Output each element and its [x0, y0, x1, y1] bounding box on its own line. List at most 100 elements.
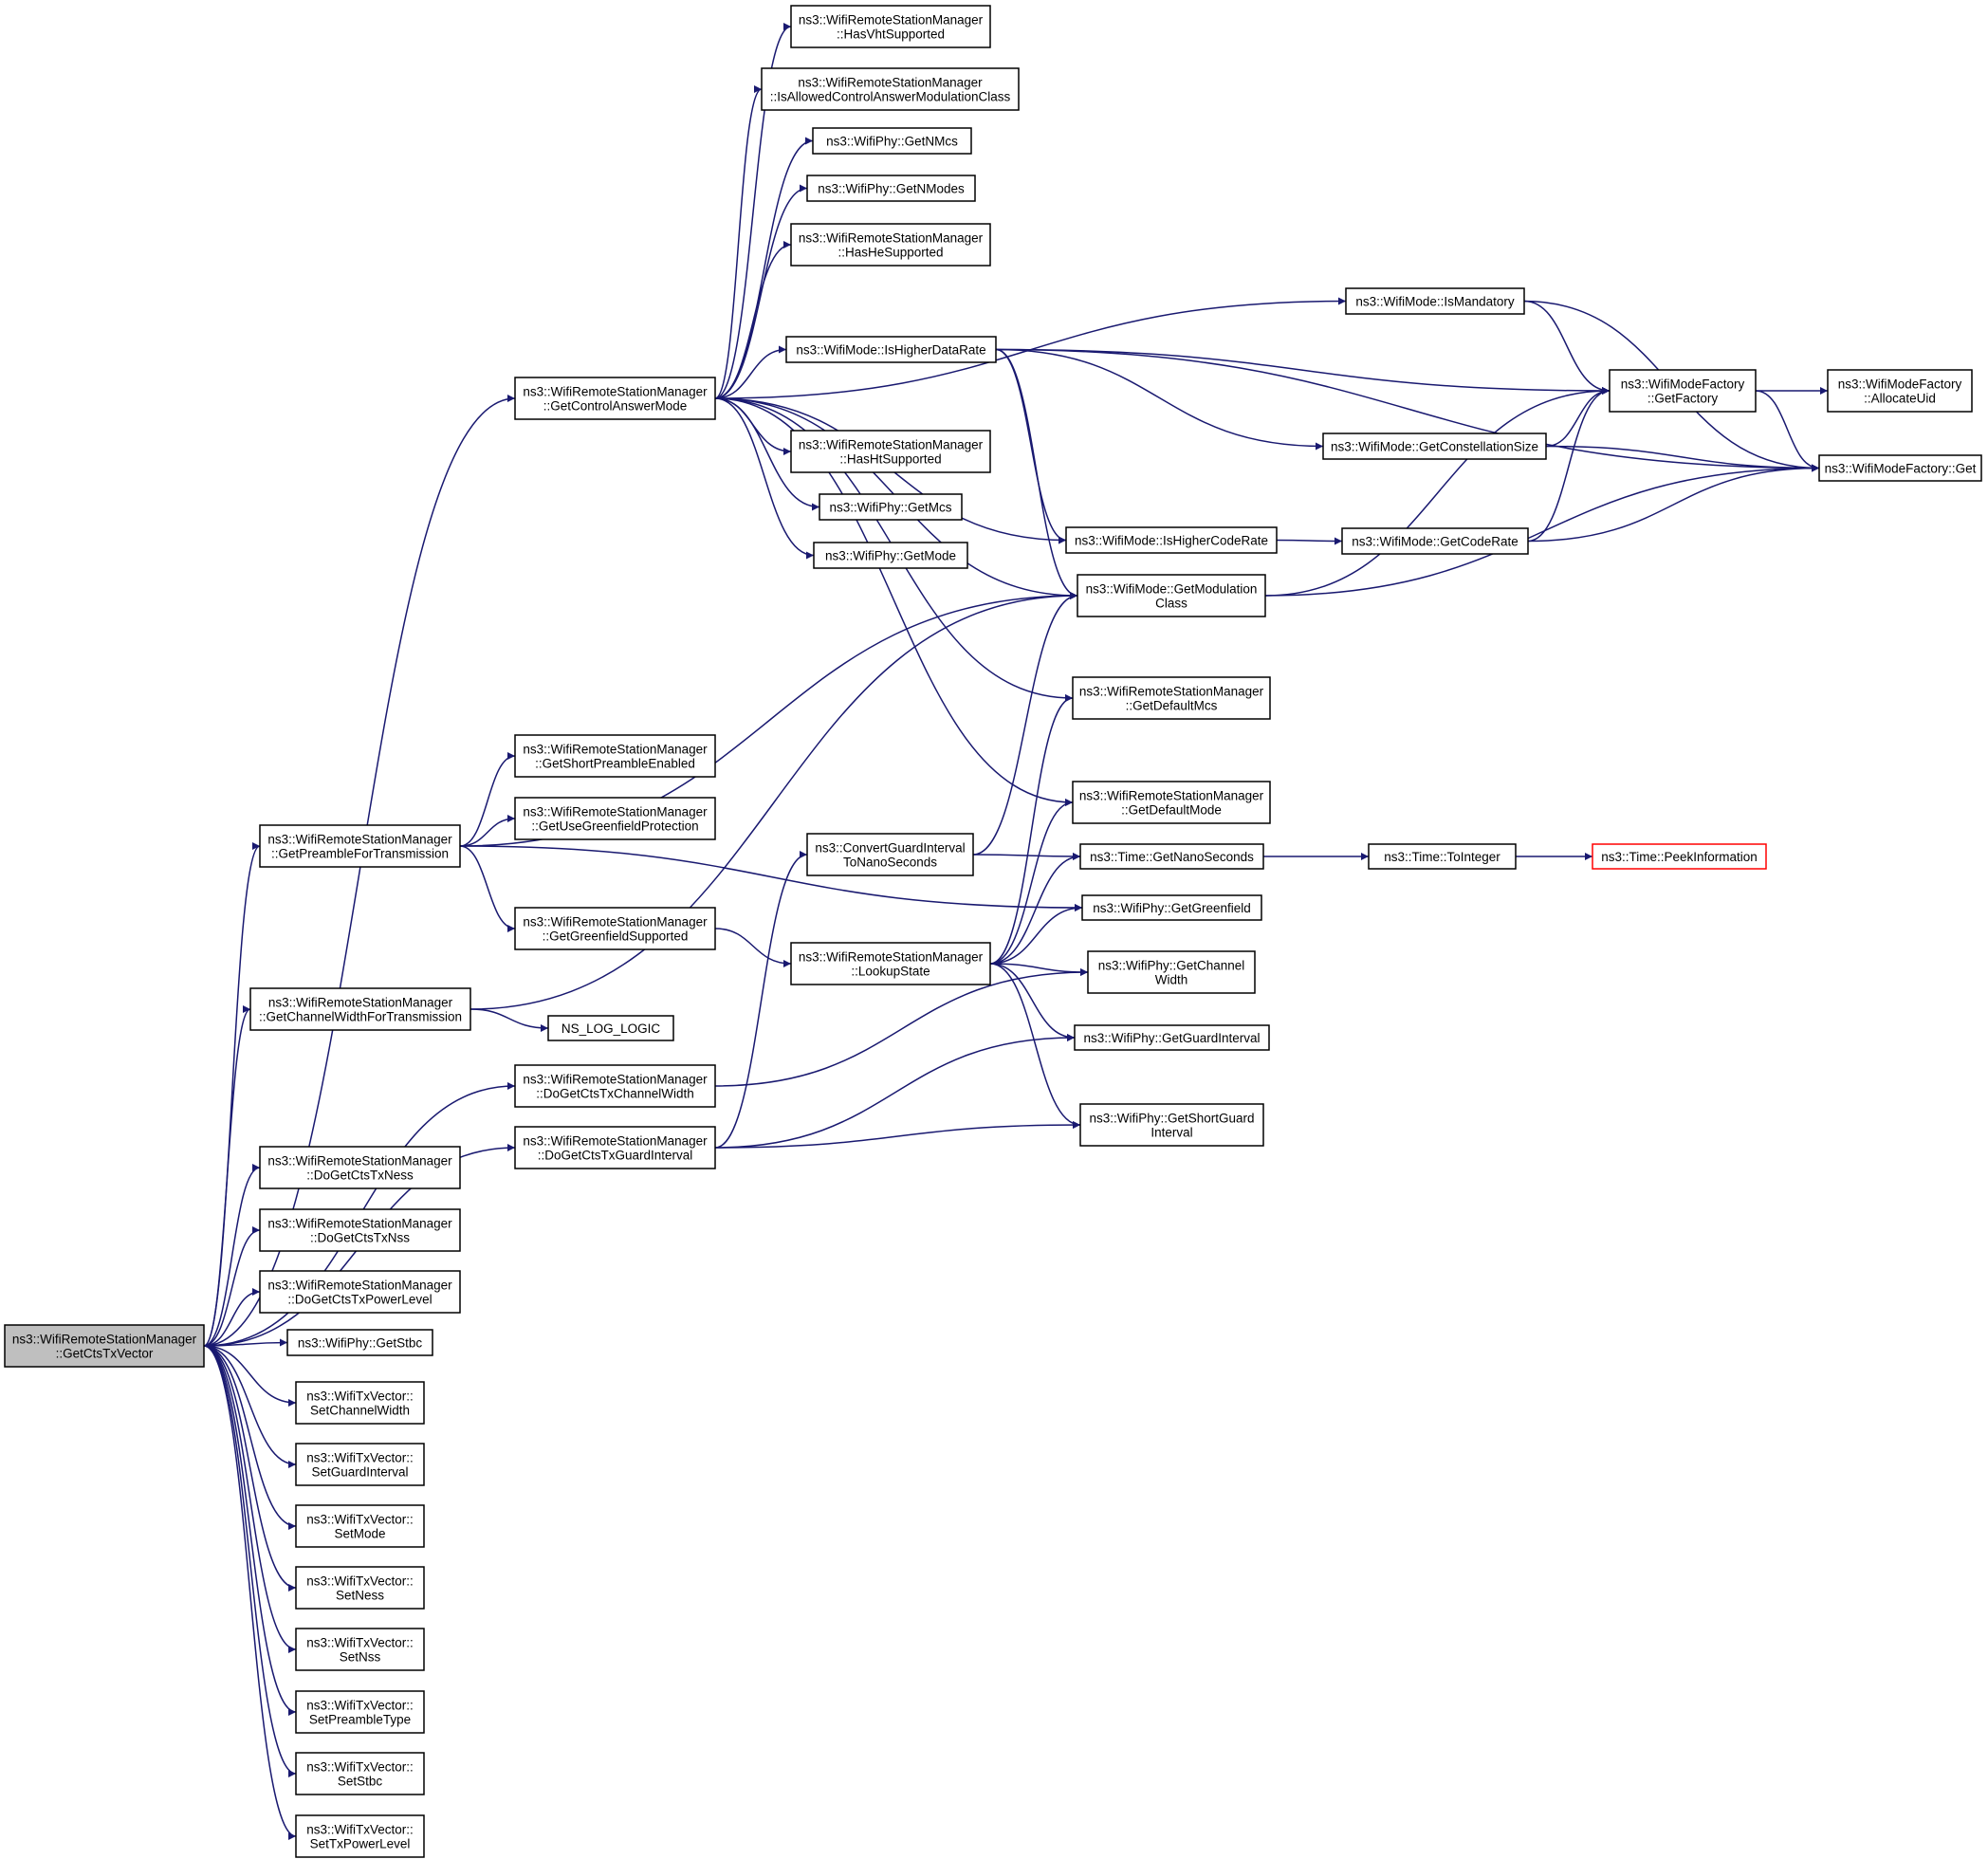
node-label: ns3::WifiTxVector:: [306, 1390, 414, 1404]
edge-is-higher-data-rate-to-get-factory [995, 348, 1611, 395]
node-label: ::DoGetCtsTxNess [306, 1169, 414, 1183]
node-box [1827, 369, 1973, 413]
node-set-guard-interval[interactable]: ns3::WifiTxVector::SetGuardInterval [295, 1443, 425, 1486]
node-label: ::HasHeSupported [838, 246, 943, 260]
node-label: ns3::WifiMode::GetConstellationSize [1331, 440, 1538, 454]
node-factory-get[interactable]: ns3::WifiModeFactory::Get [1818, 454, 1982, 482]
node-do-get-cts-tx-power-level[interactable]: ns3::WifiRemoteStationManager::DoGetCtsT… [259, 1270, 461, 1314]
node-get-mode[interactable]: ns3::WifiPhy::GetMode [813, 542, 968, 569]
node-get-constellation-size[interactable]: ns3::WifiMode::GetConstellationSize [1322, 433, 1547, 460]
node-set-nss[interactable]: ns3::WifiTxVector::SetNss [295, 1628, 425, 1671]
edge-root-to-get-channel-width-for-transmission [203, 1005, 251, 1347]
node-get-factory[interactable]: ns3::WifiModeFactory::GetFactory [1609, 369, 1757, 413]
node-set-preamble-type[interactable]: ns3::WifiTxVector::SetPreambleType [295, 1690, 425, 1734]
edge-root-to-do-get-cts-tx-power-level [203, 1288, 261, 1347]
node-get-guard-interval[interactable]: ns3::WifiPhy::GetGuardInterval [1074, 1024, 1270, 1051]
node-label: ::GetDefaultMode [1121, 803, 1222, 818]
node-get-nano-seconds[interactable]: ns3::Time::GetNanoSeconds [1079, 843, 1264, 870]
node-has-ht-supported[interactable]: ns3::WifiRemoteStationManager::HasHtSupp… [790, 430, 991, 473]
node-label: ::GetChannelWidthForTransmission [259, 1010, 462, 1024]
node-box [1592, 843, 1767, 870]
node-get-default-mode[interactable]: ns3::WifiRemoteStationManager::GetDefaul… [1072, 781, 1271, 824]
node-label: ::GetGreenfieldSupported [543, 930, 689, 944]
node-get-nmodes[interactable]: ns3::WifiPhy::GetNModes [806, 175, 976, 202]
node-set-tx-power-level[interactable]: ns3::WifiTxVector::SetTxPowerLevel [295, 1814, 425, 1858]
node-do-get-cts-tx-ness[interactable]: ns3::WifiRemoteStationManager::DoGetCtsT… [259, 1146, 461, 1189]
edge-root-to-get-control-answer-mode [203, 395, 516, 1347]
node-get-greenfield-supported[interactable]: ns3::WifiRemoteStationManager::GetGreenf… [514, 907, 716, 950]
edge-lookup-state-to-get-default-mcs [989, 694, 1074, 965]
node-get-short-preamble-enabled[interactable]: ns3::WifiRemoteStationManager::GetShortP… [514, 734, 716, 778]
node-do-get-cts-tx-nss[interactable]: ns3::WifiRemoteStationManager::DoGetCtsT… [259, 1208, 461, 1252]
edge-get-control-answer-mode-to-is-higher-data-rate [714, 345, 787, 399]
node-do-get-cts-tx-guard-interval[interactable]: ns3::WifiRemoteStationManager::DoGetCtsT… [514, 1126, 716, 1169]
node-box [1065, 526, 1278, 554]
node-set-stbc[interactable]: ns3::WifiTxVector::SetStbc [295, 1752, 425, 1795]
edge-do-get-cts-tx-guard-interval-to-convert-guard-interval [714, 851, 808, 1149]
node-get-stbc[interactable]: ns3::WifiPhy::GetStbc [286, 1329, 433, 1356]
edge-get-greenfield-supported-to-lookup-state [714, 928, 792, 967]
node-is-allowed-camc[interactable]: ns3::WifiRemoteStationManager::IsAllowed… [761, 67, 1020, 111]
edge-get-control-answer-mode-to-get-mcs [714, 397, 820, 511]
node-get-nmcs[interactable]: ns3::WifiPhy::GetNMcs [812, 127, 972, 155]
node-do-get-cts-tx-channel-width[interactable]: ns3::WifiRemoteStationManager::DoGetCtsT… [514, 1064, 716, 1108]
node-root[interactable]: ns3::WifiRemoteStationManager::GetCtsTxV… [4, 1324, 205, 1368]
node-label: ::LookupState [851, 965, 930, 979]
node-ns-log-logic[interactable]: NS_LOG_LOGIC [547, 1015, 674, 1041]
node-is-higher-code-rate[interactable]: ns3::WifiMode::IsHigherCodeRate [1065, 526, 1278, 554]
edge-root-to-set-guard-interval [203, 1345, 297, 1468]
node-box [1079, 1103, 1264, 1147]
node-get-preamble-for-transmission[interactable]: ns3::WifiRemoteStationManager::GetPreamb… [259, 824, 461, 868]
node-label: ns3::WifiPhy::GetMode [825, 549, 956, 563]
edge-root-to-set-preamble-type [203, 1345, 297, 1716]
node-box [790, 223, 991, 267]
edge-convert-guard-interval-to-get-modulation-class [972, 592, 1078, 856]
node-is-higher-data-rate[interactable]: ns3::WifiMode::IsHigherDataRate [785, 336, 997, 363]
node-label: ::DoGetCtsTxGuardInterval [538, 1149, 693, 1163]
node-label: ns3::Time::PeekInformation [1601, 850, 1758, 864]
edge-get-preamble-for-transmission-to-get-use-greenfield-protection [459, 815, 516, 847]
edge-do-get-cts-tx-guard-interval-to-get-guard-interval [714, 1034, 1076, 1149]
node-has-vht-supported[interactable]: ns3::WifiRemoteStationManager::HasVhtSup… [790, 5, 991, 48]
edge-get-preamble-for-transmission-to-get-greenfield-supported [459, 845, 516, 932]
node-box [1077, 574, 1266, 617]
edge-lookup-state-to-get-nano-seconds [989, 853, 1081, 965]
node-has-he-supported[interactable]: ns3::WifiRemoteStationManager::HasHeSupp… [790, 223, 991, 267]
node-get-code-rate[interactable]: ns3::WifiMode::GetCodeRate [1341, 527, 1529, 555]
edge-root-to-get-stbc [203, 1338, 288, 1347]
node-label: ns3::WifiPhy::GetShortGuard [1089, 1112, 1254, 1126]
node-get-control-answer-mode[interactable]: ns3::WifiRemoteStationManager::GetContro… [514, 377, 716, 420]
node-label: ns3::WifiMode::IsHigherCodeRate [1075, 534, 1268, 548]
node-to-integer[interactable]: ns3::Time::ToInteger [1368, 843, 1517, 870]
node-label: SetMode [334, 1527, 385, 1541]
node-lookup-state[interactable]: ns3::WifiRemoteStationManager::LookupSta… [790, 942, 991, 985]
edge-get-control-answer-mode-to-is-allowed-camc [714, 85, 763, 399]
node-phy-get-channel-width[interactable]: ns3::WifiPhy::GetChannelWidth [1087, 950, 1256, 994]
edge-lookup-state-to-get-default-mode [989, 799, 1074, 965]
node-get-greenfield[interactable]: ns3::WifiPhy::GetGreenfield [1081, 894, 1262, 921]
node-set-mode[interactable]: ns3::WifiTxVector::SetMode [295, 1504, 425, 1548]
node-get-channel-width-for-transmission[interactable]: ns3::WifiRemoteStationManager::GetChanne… [249, 987, 471, 1031]
node-allocate-uid[interactable]: ns3::WifiModeFactory::AllocateUid [1827, 369, 1973, 413]
node-get-mcs[interactable]: ns3::WifiPhy::GetMcs [819, 493, 963, 521]
node-set-ness[interactable]: ns3::WifiTxVector::SetNess [295, 1566, 425, 1610]
node-label: ns3::WifiTxVector:: [306, 1574, 414, 1589]
node-set-channel-width[interactable]: ns3::WifiTxVector::SetChannelWidth [295, 1381, 425, 1425]
node-is-mandatory[interactable]: ns3::WifiMode::IsMandatory [1345, 287, 1525, 315]
node-peek-information[interactable]: ns3::Time::PeekInformation [1592, 843, 1767, 870]
node-label: ns3::WifiTxVector:: [306, 1823, 414, 1837]
node-box [1081, 894, 1262, 921]
node-label: ::GetFactory [1647, 392, 1719, 406]
node-box [514, 907, 716, 950]
node-label: ns3::WifiRemoteStationManager [268, 996, 453, 1010]
node-get-use-greenfield-protection[interactable]: ns3::WifiRemoteStationManager::GetUseGre… [514, 797, 716, 840]
node-label: Interval [1150, 1126, 1192, 1140]
node-label: SetNess [336, 1589, 384, 1603]
node-get-default-mcs[interactable]: ns3::WifiRemoteStationManager::GetDefaul… [1072, 676, 1271, 720]
node-box [806, 175, 976, 202]
node-label: ::GetDefaultMcs [1126, 699, 1218, 713]
